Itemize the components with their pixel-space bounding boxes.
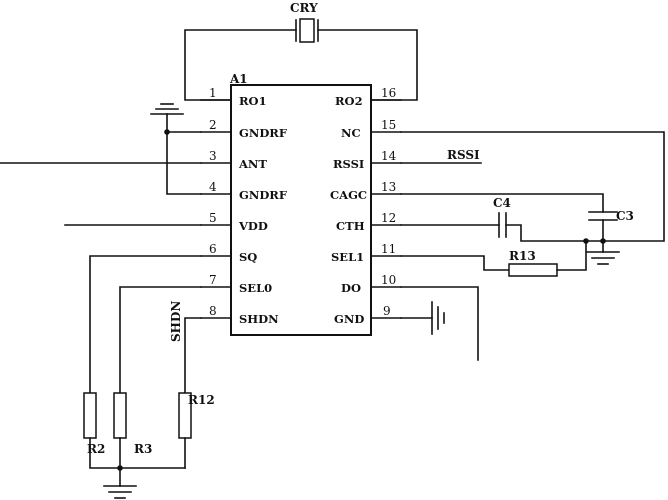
right-pin-stubs xyxy=(370,99,402,319)
pin-number: 11 xyxy=(381,242,396,256)
pin-number: 1 xyxy=(209,86,217,100)
resistor-r2: R2 xyxy=(83,255,202,469)
pin-name: RO2 xyxy=(335,94,363,108)
pin-name: GNDRF xyxy=(239,188,288,202)
r2-label: R2 xyxy=(87,442,105,456)
left-pin-stubs xyxy=(200,99,232,319)
pin-name: SEL0 xyxy=(239,281,272,295)
pin-name: SEL1 xyxy=(331,250,364,264)
pin-name: GND xyxy=(334,312,364,326)
shdn-net-label: SHDN xyxy=(169,301,183,342)
pin-number: 14 xyxy=(381,149,397,163)
pin-number: 13 xyxy=(381,180,396,194)
pin-name: VDD xyxy=(238,219,268,233)
crystal-cry: CRY xyxy=(184,1,418,101)
do-wire xyxy=(400,286,479,361)
chip-a1: A1 1 RO1 2 GNDRF 3 ANT xyxy=(200,72,402,336)
pin-number: 9 xyxy=(383,304,391,318)
pin-number: 6 xyxy=(209,242,217,256)
pin-name: NC xyxy=(341,126,361,140)
pin-number: 8 xyxy=(209,304,217,318)
capacitor-c4: C4 xyxy=(400,196,604,242)
chip-body xyxy=(230,84,372,336)
capacitor-c3: C3 xyxy=(588,209,634,253)
gndrf-ground-net xyxy=(150,103,202,195)
pin-name: CTH xyxy=(336,219,365,233)
pin-name: SQ xyxy=(239,250,257,264)
ground-symbol-icon xyxy=(400,301,445,335)
pin-number: 15 xyxy=(381,118,396,132)
pin-name: CAGC xyxy=(330,188,367,202)
crystal-label: CRY xyxy=(290,1,318,15)
pin-number: 16 xyxy=(381,86,396,100)
r12-label: R12 xyxy=(188,393,215,407)
c3-label: C3 xyxy=(616,209,634,223)
pin-name: DO xyxy=(341,281,361,295)
pin-number: 7 xyxy=(209,273,217,287)
cagc-wire xyxy=(400,193,604,213)
ground-symbol-icon xyxy=(150,103,184,115)
nc-wire xyxy=(400,131,665,242)
resistor-r12: R12 xyxy=(178,317,215,469)
junction-dot xyxy=(164,129,170,135)
pin-name: ANT xyxy=(238,157,267,171)
pin-name: SHDN xyxy=(239,312,279,326)
pin-name: RO1 xyxy=(239,94,267,108)
c4-label: C4 xyxy=(493,196,511,210)
junction-dot xyxy=(600,238,606,244)
r3-label: R3 xyxy=(134,442,152,456)
pin-name: RSSI xyxy=(333,157,364,171)
ground-symbol-icon xyxy=(103,485,137,499)
pin-number: 2 xyxy=(209,118,217,132)
rssi-net-label: RSSI xyxy=(447,148,480,162)
pin-number: 12 xyxy=(381,211,396,225)
resistor-r13: R13 xyxy=(400,240,587,277)
pin-number: 10 xyxy=(381,273,396,287)
chip-ref-label: A1 xyxy=(229,72,248,86)
pin-number: 5 xyxy=(209,211,217,225)
resistor-r3: R3 xyxy=(113,286,202,487)
crystal-body xyxy=(299,18,315,43)
pin-name: GNDRF xyxy=(239,126,288,140)
ground-symbol-icon xyxy=(586,251,620,265)
pin-number: 3 xyxy=(209,149,217,163)
pin-number: 4 xyxy=(209,180,217,194)
junction-dot xyxy=(117,465,123,471)
r13-label: R13 xyxy=(509,249,536,263)
